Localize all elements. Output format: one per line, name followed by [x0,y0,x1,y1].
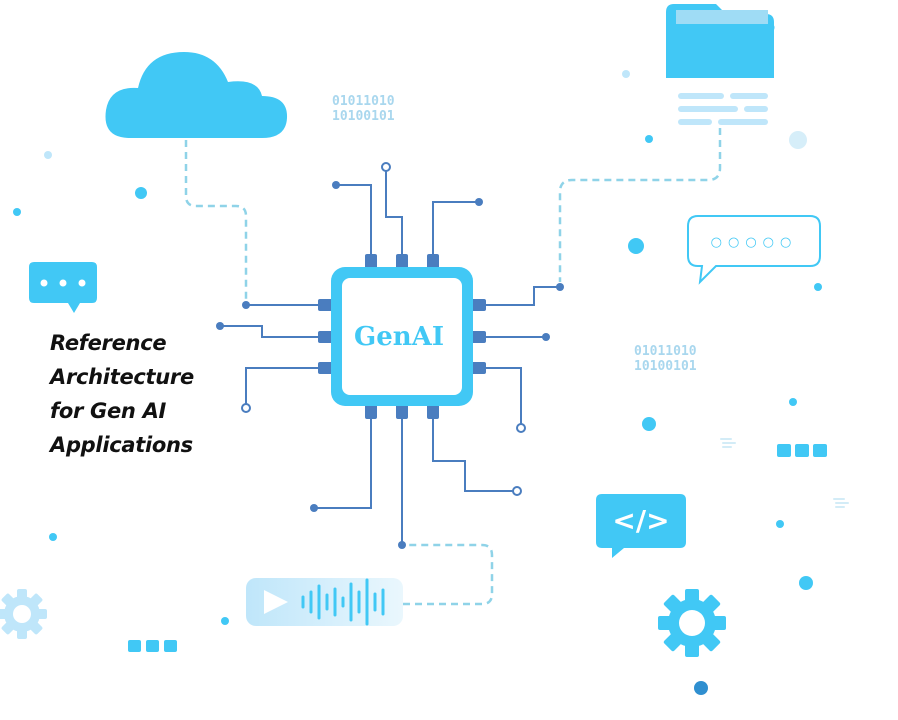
trace-right-3 [480,367,522,426]
audio-waveform [301,578,385,626]
folder-connector [558,128,722,282]
message-dots-icon: ○○○○○ [687,215,821,285]
cloud-connector [184,140,248,300]
node [475,198,483,206]
trace-bottom-right [432,414,517,492]
message-dots: ○○○○○ [711,235,798,250]
binary-snippet: 01011010 10100101 [332,94,395,124]
caption-line: for Gen AI [50,399,167,423]
hollow-node [241,403,251,413]
node [398,541,406,549]
chip-core [342,278,462,395]
gear-icon [0,589,47,639]
chat-bubble-icon [29,262,97,313]
block-cluster [128,640,177,652]
trace-top-center [385,170,403,258]
audio-player-icon [246,578,403,626]
code-icon: </> [596,494,686,558]
folder-icon [666,4,775,78]
block-cluster [777,444,827,457]
trace-top-right [432,201,479,258]
node [242,301,250,309]
play-icon [264,590,288,614]
hollow-node [516,423,526,433]
chip-label: GenAI [354,322,444,352]
trace-bottom-left [314,414,372,509]
hollow-node [381,162,391,172]
hollow-node [512,486,522,496]
binary-line: 10100101 [332,109,395,124]
trace-left-2 [220,325,324,338]
dashed-connectors [184,128,722,606]
node [542,333,550,341]
diagram-caption: Reference Architecture for Gen AI Applic… [50,326,250,462]
mini-document-icon [833,498,849,508]
node [310,504,318,512]
caption-line: Reference [50,331,167,355]
trace-top-left [336,184,372,258]
cloud-icon [105,52,288,138]
trace-nodes [216,181,564,549]
chip-pins [318,254,486,419]
binary-line: 01011010 [332,94,395,109]
caption-line: Applications [50,433,193,457]
node [332,181,340,189]
trace-left-3 [245,367,324,406]
document-lines-icon [678,93,768,125]
binary-line: 10100101 [634,359,697,374]
code-glyph: </> [612,504,669,537]
mini-document-icon [720,438,736,448]
audio-connector [403,543,494,606]
trace-hollow-nodes [241,162,526,496]
circuit-traces [220,170,560,545]
node [216,322,224,330]
trace-right-1 [480,286,560,306]
node [556,283,564,291]
binary-snippet: 01011010 10100101 [634,344,697,374]
binary-line: 01011010 [634,344,697,359]
caption-line: Architecture [50,365,194,389]
decor-dots [13,70,822,695]
genai-chip: GenAI [318,254,486,419]
gear-icon [658,589,726,657]
